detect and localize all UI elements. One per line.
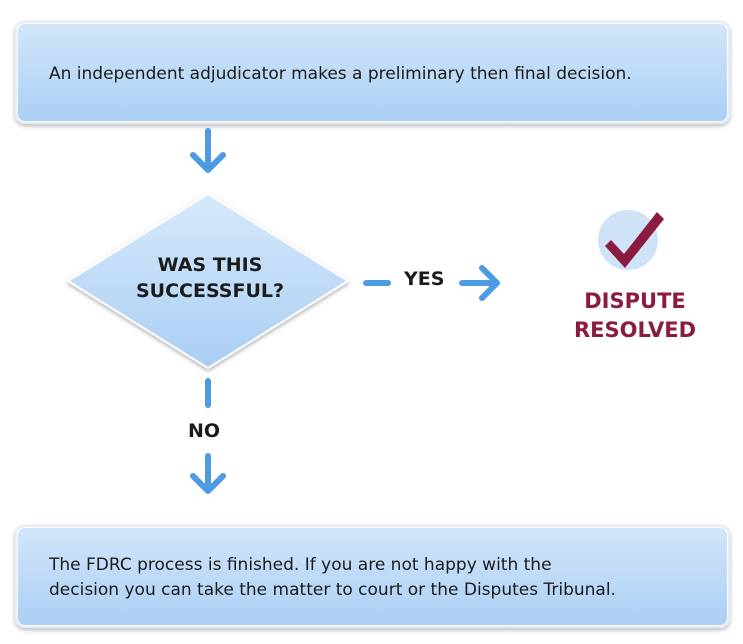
no-label: NO (188, 420, 221, 442)
decision-diamond (66, 192, 350, 370)
checkmark-icon (598, 210, 664, 270)
step-finished-text-line2: decision you can take the matter to cour… (49, 580, 616, 600)
decision-question-line2: SUCCESSFUL? (135, 280, 285, 302)
step-process-finished: The FDRC process is finished. If you are… (15, 525, 730, 628)
step-adjudicator-text: An independent adjudicator makes a preli… (49, 64, 632, 84)
outcome-line1: DISPUTE (584, 289, 686, 313)
decision-question-line1: WAS THIS (157, 254, 263, 276)
arrow-down-icon (190, 378, 226, 494)
arrow-right-icon (363, 265, 500, 301)
outcome-line2: RESOLVED (573, 318, 696, 342)
step-adjudicator-decision: An independent adjudicator makes a preli… (15, 21, 730, 124)
arrow-down-icon (190, 128, 226, 173)
yes-label: YES (404, 268, 445, 290)
step-finished-text-line1: The FDRC process is finished. If you are… (49, 555, 552, 575)
